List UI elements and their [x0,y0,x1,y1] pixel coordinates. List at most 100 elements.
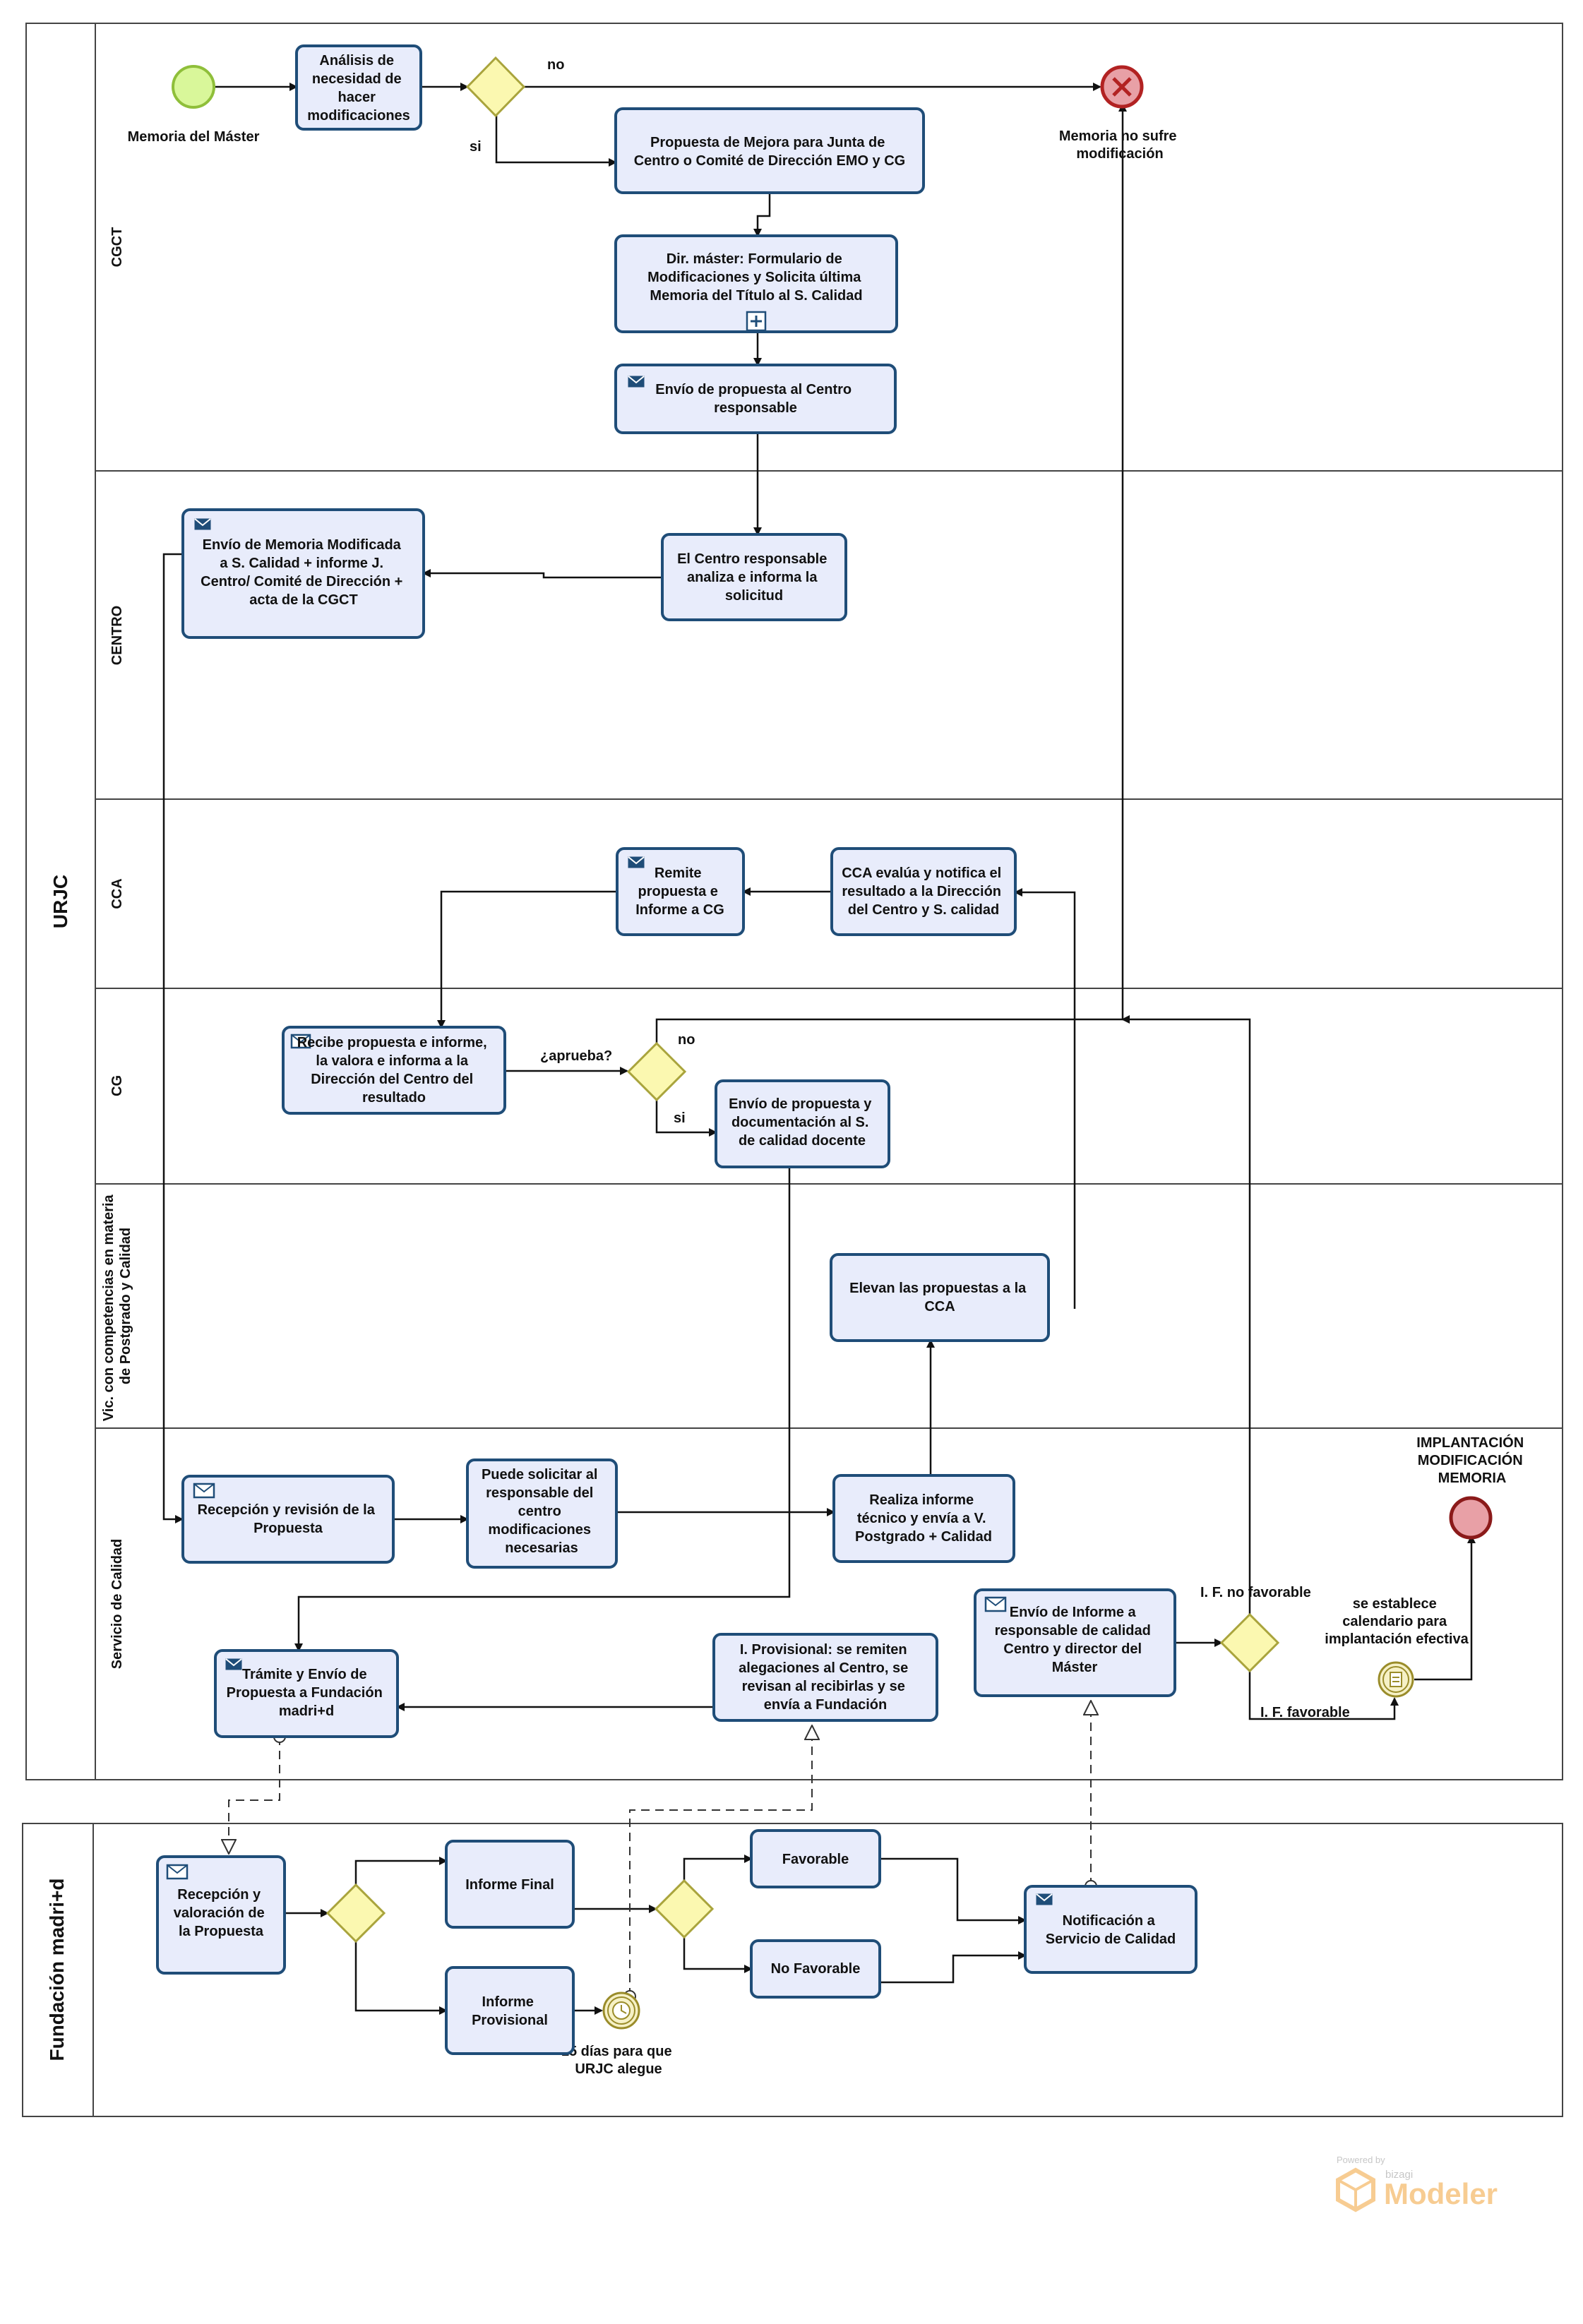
task-dir-master[interactable]: Dir. máster: Formulario de Modificacione… [614,234,898,333]
svg-text:El Centro responsable an: El Centro responsable analiza e informa … [677,551,831,604]
calendario-label: se establece calendario para implantació… [1325,1596,1469,1647]
timer-15-dias-label: 15 días para que URJC alegue [561,2044,676,2077]
end-event-error[interactable] [1100,65,1144,109]
task-tramite[interactable]: Trámite y Envío de Propuesta a Fundación… [214,1649,399,1738]
task-envio-centro[interactable]: Envío de propuesta al Centro responsable [614,364,897,434]
start-event-label: Memoria del Máster [128,129,260,145]
powered-by-text: Powered by [1337,2155,1385,2165]
task-recepcion-valoracion[interactable]: Recepción y valoración de la Propuesta [156,1855,286,1975]
flow-label-if-favorable: I. F. favorable [1260,1705,1350,1720]
svg-text:Favorable: Favorable [782,1852,849,1867]
lanes-urjc: CGCT CENTRO CCA CG Vic. con competencias… [95,227,1563,1670]
pool-urjc: URJC [25,23,1563,1780]
task-favorable[interactable]: Favorable [750,1829,881,1888]
subprocess-plus-icon[interactable] [746,311,767,332]
bizagi-text: bizagi [1385,2169,1413,2181]
task-realiza-informe[interactable]: Realiza informe técnico y envía a V. Pos… [832,1474,1015,1563]
task-envio-documentacion[interactable]: Envío de propuesta y documentación al S.… [715,1079,890,1168]
flow-label-si-2: si [674,1110,686,1126]
svg-text:Informe Final: Informe Final [465,1877,554,1893]
lane-label-cgct: CGCT [109,227,125,268]
svg-text:Análisis de necesidad de: Análisis de necesidad de hacer modificac… [307,53,410,124]
svg-text:Envío de propuesta y doc: Envío de propuesta y documentación al S.… [729,1096,876,1149]
flow-label-si-1: si [470,139,482,155]
start-event[interactable] [172,65,215,109]
svg-text:No Favorable: No Favorable [771,1961,861,1977]
envelope-icon [290,1034,311,1049]
lane-label-vic: Vic. con competencias en materia de Post… [101,1191,133,1421]
svg-text:Trámite y Envío de Propu: Trámite y Envío de Propuesta a Fundación… [227,1667,387,1719]
task-cca-evalua[interactable]: CCA evalúa y notifica el resultado a la … [830,847,1017,936]
svg-text:Recepción y valoración d: Recepción y valoración de la Propuesta [174,1887,269,1939]
task-propuesta-mejora[interactable]: Propuesta de Mejora para Junta de Centro… [614,107,925,194]
task-elevan[interactable]: Elevan las propuestas a la CCA [830,1253,1050,1342]
end-event-implantacion[interactable] [1449,1496,1493,1540]
cross-icon [1112,77,1132,97]
intermediate-event-calendario[interactable] [1378,1661,1414,1698]
condition-icon [1390,1672,1402,1687]
gateway-fundacion-2[interactable] [654,1879,715,1939]
task-analisis[interactable]: Análisis de necesidad de hacer modificac… [295,44,422,131]
svg-text:Recibe propuesta e informe,: Recibe propuesta e informe, la valora e … [297,1035,491,1106]
flow-label-aprueba: ¿aprueba? [540,1048,612,1064]
task-remite[interactable]: Remite propuesta e Informe a CG [616,847,745,936]
task-informe-provisional-alegaciones[interactable]: I. Provisional: se remiten alegaciones a… [712,1633,938,1722]
lane-label-centro: CENTRO [109,606,125,665]
message-flows [229,1701,1097,2003]
envelope-icon [166,1864,189,1880]
flow-label-no-1: no [547,57,564,73]
gateway-analisis[interactable] [465,56,526,118]
lane-label-cca: CCA [109,878,125,909]
svg-text:Recepción y revisión de la: Recepción y revisión de la Propuesta [198,1502,379,1536]
pool-label-fundacion: Fundación madri+d [46,1878,68,2061]
envelope-icon [1036,1893,1053,1905]
gateway-aprueba[interactable] [626,1041,687,1102]
svg-text:I. Provisional: se remiten: I. Provisional: se remiten alegaciones a… [739,1642,912,1713]
end-event-no-modifica-label: Memoria no sufre modificación [1059,128,1181,162]
pool-label-urjc: URJC [49,875,71,928]
sequence-flows [162,83,1476,2015]
svg-text:CCA evalúa y notifica el: CCA evalúa y notifica el resultado a la … [842,865,1005,918]
clock-icon [612,2001,631,2020]
task-recibe[interactable]: Recibe propuesta e informe, la valora e … [282,1026,506,1115]
task-envio-memoria[interactable]: Envío de Memoria Modificada a S. Calidad… [181,508,425,639]
envelope-icon [984,1596,1007,1612]
envelope-icon [193,1483,215,1499]
task-puede-solicitar[interactable]: Puede solicitar al responsable del centr… [466,1459,618,1569]
task-informe-final[interactable]: Informe Final [445,1840,575,1929]
bizagi-logo: Powered by bizagi Modeler [1336,2155,1498,2212]
task-no-favorable[interactable]: No Favorable [750,1939,881,1999]
pool-fundacion: Fundación madri+d [22,1823,1563,2117]
envelope-icon [628,856,645,868]
svg-text:Informe Provisional: Informe Provisional [472,1994,548,2028]
svg-text:Propuesta de Mejora para Junta: Propuesta de Mejora para Junta de Centro… [634,135,906,169]
svg-text:Envío de Informe a respo: Envío de Informe a responsable de calida… [995,1605,1155,1675]
envelope-icon [225,1658,242,1670]
task-envio-informe[interactable]: Envío de Informe a responsable de calida… [974,1588,1176,1697]
task-informe-provisional[interactable]: Informe Provisional [445,1966,575,2055]
lane-label-servicio: Servicio de Calidad [109,1539,125,1670]
task-notificacion[interactable]: Notificación a Servicio de Calidad [1024,1885,1197,1974]
gateway-informe-final[interactable] [1219,1612,1280,1673]
svg-text:Dir. máster: Formulario de: Dir. máster: Formulario de Modificacione… [647,251,865,304]
task-recepcion-revision[interactable]: Recepción y revisión de la Propuesta [181,1475,395,1564]
flow-label-no-2: no [678,1032,695,1048]
svg-text:Elevan las propuestas a la: Elevan las propuestas a la CCA [849,1281,1030,1314]
svg-text:Realiza informe técnico: Realiza informe técnico y envía a V. Pos… [855,1492,992,1545]
svg-text:Envío de propuesta al Centro: Envío de propuesta al Centro responsable [655,382,855,416]
modeler-text: Modeler [1384,2177,1498,2210]
flow-label-if-no-favorable: I. F. no favorable [1200,1585,1311,1600]
svg-text:Puede solicitar al respo: Puede solicitar al responsable del centr… [482,1467,602,1556]
envelope-icon [628,376,645,388]
envelope-icon [194,518,211,530]
task-centro-analiza[interactable]: El Centro responsable analiza e informa … [661,533,847,621]
gateway-fundacion-1[interactable] [325,1883,386,1943]
lane-label-cg: CG [109,1075,125,1096]
end-event-implantacion-label: IMPLANTACIÓN MODIFICACIÓN MEMORIA [1416,1434,1527,1486]
svg-text:Notificación a Servicio: Notificación a Servicio de Calidad [1046,1913,1176,1947]
timer-event-15-dias[interactable] [602,1991,640,2030]
bizagi-cube-icon [1336,2167,1375,2212]
svg-text:Envío de Memoria Modificada: Envío de Memoria Modificada a S. Calidad… [201,537,407,608]
svg-text:Remite propuesta e: Remite propuesta e Informe a CG [635,865,724,918]
